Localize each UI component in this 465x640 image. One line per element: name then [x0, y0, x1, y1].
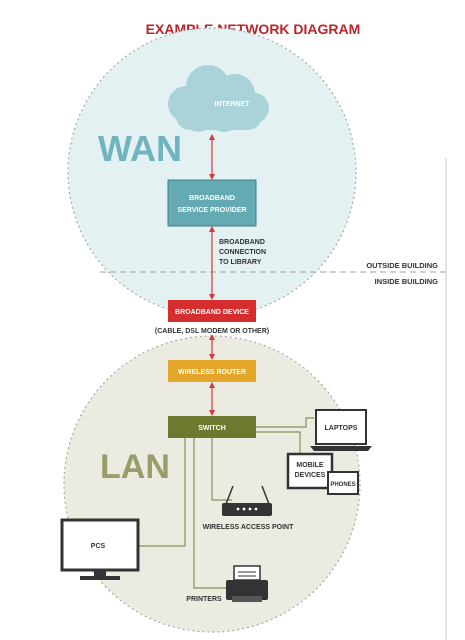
mobile-device-icon	[286, 452, 334, 490]
isp-label-line1: BROADBAND	[189, 195, 235, 202]
connection-label-line1: BROADBAND	[219, 239, 265, 246]
connection-label-line2: CONNECTION	[219, 249, 266, 256]
wireless-router-box	[168, 360, 256, 382]
outside-building-label: OUTSIDE BUILDING	[366, 261, 438, 270]
access-point-label: WIRELESS ACCESS POINT	[203, 524, 294, 531]
printers-label: PRINTERS	[186, 596, 222, 603]
internet-cloud-icon	[168, 65, 269, 132]
wireless-access-point-icon	[222, 485, 272, 516]
isp-label-line2: SERVICE PROVIDER	[177, 207, 246, 214]
wireless-router-label: WIRELESS ROUTER	[178, 369, 246, 376]
arrowheads	[209, 134, 215, 416]
printer-icon	[226, 565, 268, 602]
phones-label: PHONES	[330, 482, 355, 488]
laptop-icon	[310, 409, 372, 451]
broadband-device-label: BROADBAND DEVICE	[175, 309, 249, 316]
mobile-label-line2: DEVICES	[295, 472, 326, 479]
phone-icon	[327, 471, 359, 495]
pcs-label: PCS	[91, 543, 106, 550]
switch-label: SWITCH	[198, 425, 226, 432]
wan-label: WAN	[98, 128, 182, 169]
laptops-label: LAPTOPS	[325, 425, 358, 432]
isp-box	[167, 179, 257, 227]
switch-box	[168, 416, 256, 438]
pc-monitor-icon	[60, 518, 140, 580]
broadband-device-note: (CABLE, DSL MODEM OR OTHER)	[155, 328, 269, 335]
broadband-device-box	[168, 300, 256, 322]
inside-building-label: INSIDE BUILDING	[375, 277, 439, 286]
mobile-label-line1: MOBILE	[296, 462, 324, 469]
internet-label: INTERNET	[215, 101, 251, 108]
lan-label: LAN	[100, 448, 170, 486]
connection-label-line3: TO LIBRARY	[219, 259, 262, 266]
